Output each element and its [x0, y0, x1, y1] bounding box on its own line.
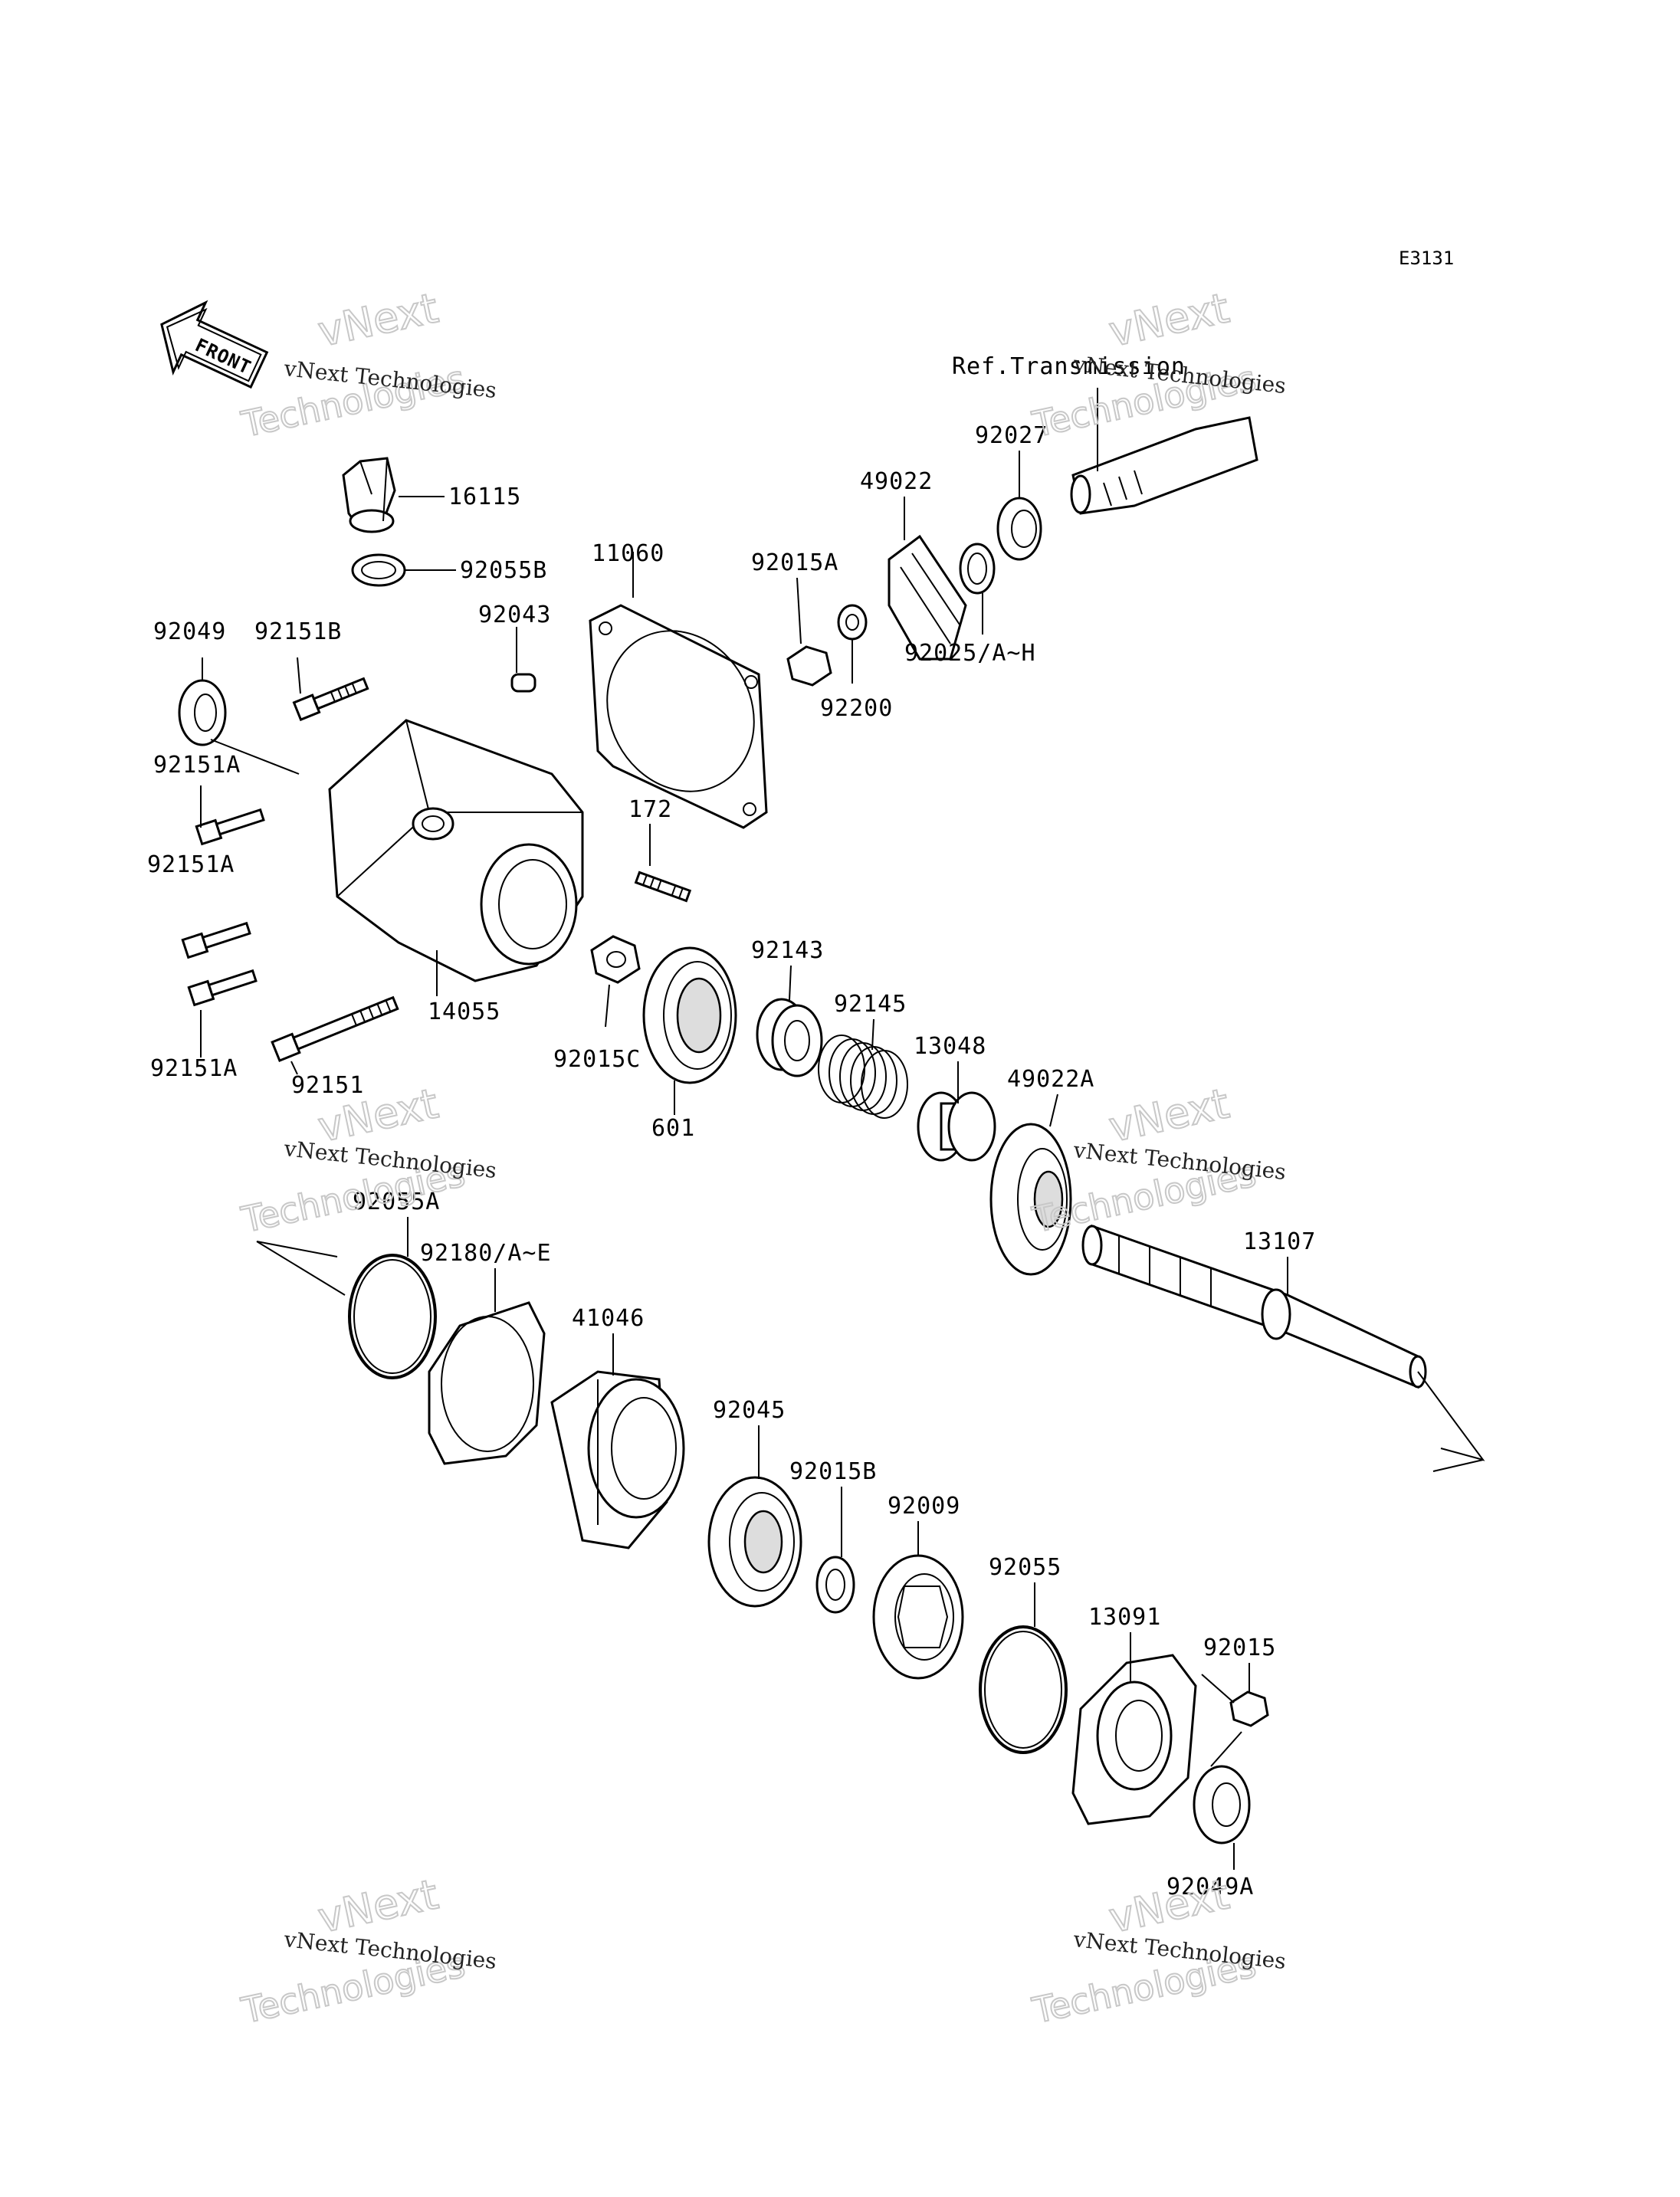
label-49022: 49022 [860, 468, 933, 495]
nut-92015-part [1229, 1690, 1269, 1727]
label-92151: 92151 [291, 1072, 364, 1099]
bolt-92151b-part [292, 677, 369, 722]
label-92151a-2: 92151A [147, 851, 235, 878]
shim-92025-hole [967, 553, 987, 585]
label-92015b: 92015B [789, 1458, 877, 1485]
bevel-gear-49022a-part [989, 1123, 1072, 1276]
shim-92025-part [959, 543, 996, 595]
label-92055a: 92055A [353, 1189, 440, 1215]
bearing-92027-hole [1011, 510, 1037, 548]
housing-41046-part [550, 1370, 685, 1549]
nut-92015b-part [815, 1556, 855, 1614]
watermark-bottom-left: vNext Technologies vNext Technologies [237, 1869, 497, 2032]
o-ring-92055-inner [984, 1631, 1062, 1749]
seal-92049a-hole [1212, 1782, 1241, 1827]
seal-92049-part [178, 679, 227, 746]
label-92045: 92045 [713, 1397, 786, 1424]
o-ring-92055a-arrow [256, 1241, 346, 1296]
label-92151a-3: 92151A [150, 1055, 238, 1082]
label-13107: 13107 [1243, 1228, 1316, 1255]
bolt-92151a-upper-part [195, 808, 265, 846]
label-92143: 92143 [751, 937, 824, 964]
clutch-13048-part [917, 1091, 996, 1162]
label-92009: 92009 [888, 1493, 960, 1520]
transmission-shaft-part [1070, 416, 1258, 515]
dowel-92043-part [510, 673, 536, 693]
part-labels: 16115 92055B 11060 92043 92049 92151B 92… [147, 422, 1316, 1900]
label-172: 172 [628, 796, 672, 823]
washer-92055b-part [351, 553, 406, 587]
nut-92015b-hole [825, 1569, 845, 1601]
gasket-92180-part [428, 1301, 546, 1465]
svg-text:vNext: vNext [1105, 1079, 1233, 1151]
label-14055: 14055 [428, 998, 500, 1025]
spring-92145-part [818, 1035, 908, 1119]
o-ring-92055a-inner [353, 1259, 431, 1374]
label-92055b: 92055B [460, 557, 547, 584]
o-ring-92055a-part [348, 1254, 437, 1379]
svg-text:vNext: vNext [1105, 284, 1233, 356]
washer-92200-part [837, 604, 868, 641]
label-92049a: 92049A [1166, 1874, 1254, 1900]
label-13048: 13048 [914, 1033, 986, 1060]
shaft-13107-arrow [1417, 1371, 1485, 1472]
leader-lines [200, 388, 1288, 1870]
svg-text:vNext: vNext [314, 284, 442, 356]
label-92025: 92025/A~H [904, 640, 1036, 667]
bearing-92045-part [707, 1476, 802, 1608]
seal-92009-part [872, 1554, 964, 1680]
label-92027: 92027 [975, 422, 1048, 449]
bolt-92151a-lower-part [187, 969, 258, 1007]
label-49022a: 49022A [1007, 1066, 1094, 1093]
nut-92015c-hole [606, 951, 626, 968]
nut-92015a-part [786, 645, 832, 687]
watermark-middle-left: vNext Technologies vNext Technologies [237, 1078, 497, 1241]
diagram-code: E3131 [1399, 248, 1454, 269]
bearing-601-part [642, 946, 737, 1084]
front-arrow-icon: FRONT [160, 300, 269, 389]
gasket-11060-part [589, 604, 768, 829]
bolt-92151a-middle-part [181, 921, 251, 959]
label-92049: 92049 [153, 618, 226, 645]
collar-92143-part [756, 998, 823, 1077]
label-92055: 92055 [989, 1554, 1061, 1581]
watermark-top-left: vNext Technologies vNext Technologies [237, 283, 497, 446]
reference-label: Ref.Transmission [952, 353, 1186, 380]
label-92200: 92200 [820, 695, 893, 722]
stud-172-part [634, 871, 692, 903]
label-13091: 13091 [1088, 1604, 1161, 1631]
pinion-gear-49022-part [888, 534, 967, 661]
label-11060: 11060 [592, 540, 664, 567]
label-92043: 92043 [478, 602, 551, 628]
washer-92055b-hole [361, 561, 396, 579]
housing-13091-part [1071, 1654, 1197, 1825]
label-92015a: 92015A [751, 549, 838, 576]
nut-92015c-part [590, 935, 641, 984]
breather-cap-part [342, 457, 396, 533]
bearing-92027-part [996, 497, 1042, 561]
label-16115: 16115 [448, 484, 521, 510]
label-92145: 92145 [834, 991, 907, 1018]
label-601: 601 [651, 1115, 695, 1142]
label-92151a-1: 92151A [153, 752, 241, 779]
label-92151b: 92151B [254, 618, 342, 645]
label-41046: 41046 [572, 1305, 645, 1332]
bolt-92151-part [271, 995, 399, 1063]
washer-92200-hole [845, 614, 859, 631]
o-ring-92055-part [979, 1625, 1068, 1754]
gear-case-14055-part [328, 719, 584, 982]
watermark-middle-right: vNext Technologies vNext Technologies [1028, 1078, 1287, 1241]
label-92015: 92015 [1203, 1635, 1276, 1661]
label-92180: 92180/A~E [420, 1240, 552, 1267]
label-92015c: 92015C [553, 1046, 641, 1073]
seal-92049a-part [1193, 1765, 1251, 1844]
